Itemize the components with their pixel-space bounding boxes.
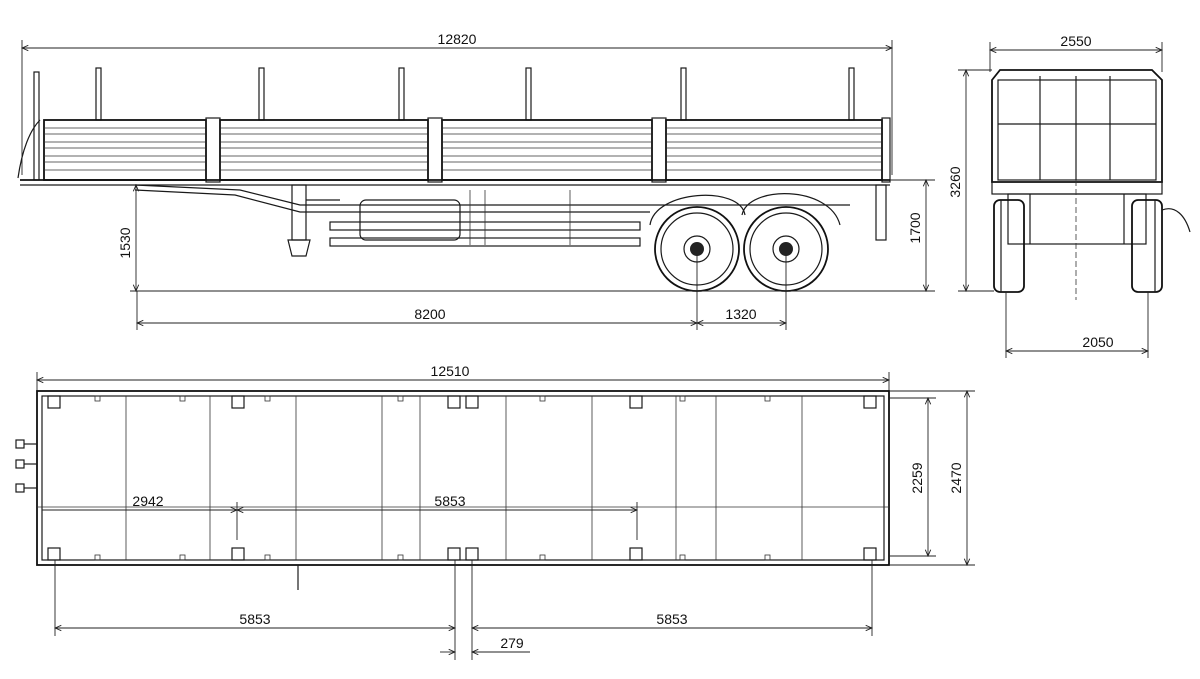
dim-overall-height: 3260 bbox=[947, 70, 994, 291]
dim-label-12510: 12510 bbox=[431, 363, 470, 379]
front-headboard bbox=[17, 119, 41, 179]
dim-label-279: 279 bbox=[500, 635, 524, 651]
dim-platform-length: 12510 bbox=[37, 363, 889, 395]
dim-label-5853-right: 5853 bbox=[656, 611, 687, 627]
dim-label-8200: 8200 bbox=[414, 306, 445, 322]
rear-view: 2550 3260 bbox=[947, 33, 1191, 358]
dim-track-width: 2050 bbox=[1006, 292, 1148, 358]
stake-pockets bbox=[47, 395, 877, 561]
rear-body bbox=[991, 69, 1191, 300]
dim-label-5853-left: 5853 bbox=[239, 611, 270, 627]
platform-outline bbox=[15, 390, 890, 590]
dim-kingpin-axle: 8200 1320 bbox=[137, 249, 786, 330]
dim-label-2259: 2259 bbox=[909, 462, 925, 493]
dim-internal: 2942 5853 bbox=[42, 493, 637, 540]
side-stakes bbox=[33, 67, 855, 181]
dim-total-height: 1700 bbox=[890, 180, 935, 291]
dim-overall-length: 12820 bbox=[22, 31, 892, 175]
dim-bottom: 5853 5853 279 bbox=[55, 560, 872, 660]
dim-label-1320: 1320 bbox=[725, 306, 756, 322]
dim-label-12820: 12820 bbox=[438, 31, 477, 47]
dim-widths: 2259 2470 bbox=[889, 391, 975, 565]
dim-label-2050: 2050 bbox=[1082, 334, 1113, 350]
side-view: 12820 bbox=[17, 31, 935, 330]
dim-label-3260: 3260 bbox=[947, 166, 963, 197]
wheel-rear bbox=[743, 206, 829, 292]
dim-label-1530: 1530 bbox=[117, 227, 133, 258]
dim-label-5853-mid: 5853 bbox=[434, 493, 465, 509]
top-view: 12510 bbox=[15, 363, 975, 660]
dim-label-2942: 2942 bbox=[132, 493, 163, 509]
side-panels bbox=[43, 117, 891, 183]
chassis bbox=[20, 179, 890, 257]
dim-deck-height: 1530 bbox=[117, 185, 136, 291]
dim-label-2470: 2470 bbox=[948, 462, 964, 493]
dim-label-1700: 1700 bbox=[907, 212, 923, 243]
dim-label-2550: 2550 bbox=[1060, 33, 1091, 49]
dim-overall-width: 2550 bbox=[990, 33, 1162, 72]
